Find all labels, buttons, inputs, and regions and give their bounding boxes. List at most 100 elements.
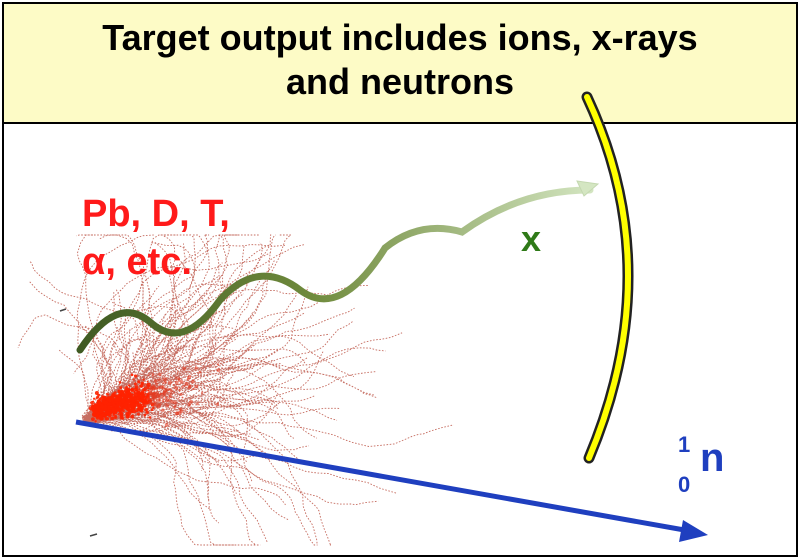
ion-hit [132,393,135,396]
ion-hit [120,416,124,420]
ion-hit [104,404,108,408]
ion-hit [169,389,174,393]
ion-hit [88,406,93,411]
ion-hit [159,392,162,395]
title-line-2: and neutrons [285,61,514,102]
ion-hit [105,416,110,421]
ion-hit [141,405,145,410]
ion-hit [200,391,204,394]
ion-hit [181,386,184,389]
ion-hit [170,400,174,404]
ion-hit [178,388,181,392]
ion-hit [92,408,95,412]
ion-hit [168,388,171,391]
ion-hit [109,412,112,415]
ion-hit [137,405,142,410]
ion-hit [95,405,100,409]
detector-fill [584,94,631,461]
ion-hit [173,391,175,394]
ion-hit [177,397,180,400]
ion-hit [194,384,199,389]
ion-hit [100,415,103,418]
ion-hit [129,393,132,396]
ion-hit [146,393,150,398]
ion-hit [130,410,133,413]
ion-hit [136,412,140,416]
ion-hit [181,396,184,399]
title-box: Target output includes ions, x-rays and … [2,2,798,124]
ion-hit [147,389,150,392]
ion-hit [119,401,122,405]
ion-hit [123,392,125,395]
ion-hit [150,408,154,411]
ion-hit [117,407,122,412]
stray-mark [59,308,67,312]
ion-hit [138,388,141,391]
ion-hit [195,402,199,406]
neutron-mass-number: 1 [678,432,691,457]
ion-hit [111,399,114,403]
ion-hit [116,403,119,405]
ion-hit [94,414,98,417]
ion-hit [155,382,159,386]
ion-hit [145,410,149,415]
ion-hit [165,398,169,403]
ion-hit [184,381,189,386]
ion-hit [187,402,191,407]
ion-hit [198,370,202,374]
ion-hit [122,406,125,409]
ion-hit [112,413,115,416]
ion-hit [102,401,105,404]
ion-hit [148,387,153,392]
ion-hit [91,404,94,407]
x-ray-arrowhead [576,180,600,197]
ion-hit [215,402,219,406]
ion-hit [158,386,161,389]
ion-hit [104,412,108,415]
ion-hit [137,380,141,384]
ion-hit [174,380,179,385]
ion-hit [104,397,107,400]
ion-hit [191,379,195,384]
ion-hit [168,380,172,385]
ion-hit [135,401,139,405]
ion-hit [130,373,134,377]
ion-hit [158,399,161,402]
ion-hit [178,407,183,411]
ion-hit [124,391,128,394]
ion-label-line-1: Pb, D, T, [82,193,230,235]
neutron-charge-number: 0 [678,472,691,497]
ion-hit [158,373,162,377]
ion-hit [139,408,144,413]
ion-hit [104,410,107,412]
ion-hit [115,395,119,398]
ion-hit [151,373,155,377]
ion-hit [217,363,220,366]
ion-hit [162,392,167,397]
ion-hit [143,399,147,404]
ion-hit [144,408,148,412]
ion-hit [153,379,158,383]
ion-hit [107,407,111,410]
ion-hit [162,377,167,382]
ion-hit [158,403,162,407]
ion-hit [112,401,116,404]
ion-hit [94,420,97,423]
ion-hit [152,406,155,410]
ion-hit [189,399,193,404]
ion-hit [173,400,177,405]
ion-hit [130,388,135,392]
ion-hit [117,389,121,394]
ion-hit [114,404,118,408]
ion-hit [112,397,117,402]
ion-hit [95,396,98,400]
stray-mark [89,533,98,537]
ion-hit [124,396,128,399]
ion-hit [129,385,131,388]
ion-hit [91,417,95,421]
ion-hit [142,404,145,407]
neutron-straight-arrow [75,419,691,534]
ion-hit [148,400,153,405]
